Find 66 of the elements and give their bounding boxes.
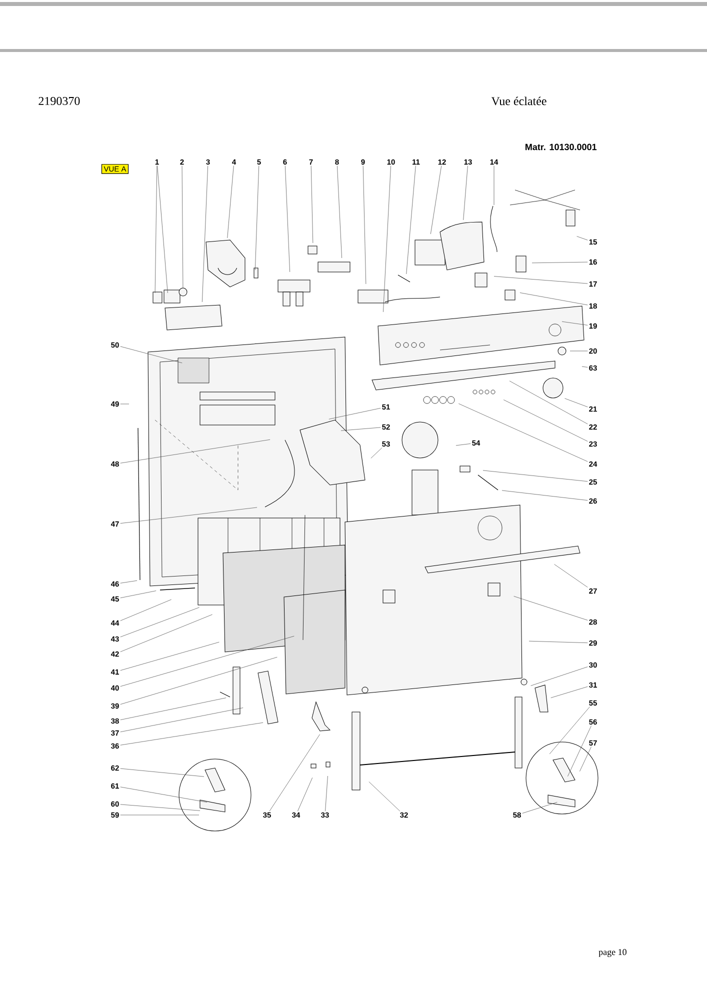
leader-line <box>430 166 442 234</box>
leader-line <box>202 166 208 302</box>
leader-line <box>482 470 588 482</box>
leader-line <box>514 596 588 620</box>
leader-line <box>120 636 294 687</box>
leader-line <box>310 166 314 244</box>
leader-line <box>570 350 588 352</box>
leader-line <box>120 656 278 705</box>
leader-line <box>502 490 588 501</box>
leader-line <box>554 564 588 588</box>
leader-line <box>383 166 391 312</box>
leader-line <box>463 166 468 220</box>
leader-line <box>120 814 200 816</box>
leader-line <box>120 614 212 652</box>
leader-line <box>227 166 234 238</box>
leader-line <box>120 580 138 584</box>
leader-line <box>522 802 558 814</box>
leader-line <box>532 262 588 264</box>
leader-line <box>494 276 588 284</box>
leader-line <box>550 686 588 698</box>
leader-line <box>120 642 220 671</box>
view-title: Vue éclatée <box>491 96 546 106</box>
leader-line <box>120 507 258 524</box>
leader-line <box>328 408 381 420</box>
leader-line <box>285 166 290 272</box>
leader-line <box>325 776 328 812</box>
leader-line <box>576 236 588 240</box>
leader-line <box>528 640 588 643</box>
leader-line <box>340 427 381 431</box>
leader-line <box>530 666 588 686</box>
leader-line <box>456 444 471 446</box>
leader-line <box>120 722 264 746</box>
leader-line <box>406 166 416 274</box>
leader-line <box>509 380 588 424</box>
document-number: 2190370 <box>38 96 80 106</box>
leader-line <box>580 746 592 772</box>
serial-number: Matr. 10130.0001 <box>526 144 597 150</box>
leader-line <box>120 708 244 732</box>
leader-line <box>370 448 382 458</box>
leader-line <box>120 439 270 464</box>
page-number: page 10 <box>598 949 626 957</box>
leader-line <box>120 599 172 621</box>
leader-line <box>120 698 226 720</box>
leader-line <box>298 777 313 812</box>
leader-line <box>157 166 168 294</box>
leader-line <box>368 782 400 812</box>
leader-line <box>549 706 590 754</box>
leader-line <box>120 786 208 802</box>
leader-line <box>269 734 320 812</box>
leader-line <box>154 166 158 294</box>
leader-line <box>337 166 342 258</box>
leader-line <box>254 166 260 270</box>
leader-line <box>503 400 588 442</box>
leader-line <box>120 768 204 777</box>
leader-line <box>564 398 588 408</box>
leader-line <box>120 607 200 638</box>
leader-line <box>562 321 588 326</box>
leader-line <box>120 804 200 811</box>
leader-line <box>120 346 182 364</box>
leader-line <box>582 366 588 368</box>
leader-line <box>520 292 588 306</box>
leader-line <box>362 166 366 284</box>
leader-line <box>182 166 184 288</box>
leader-line <box>120 590 156 598</box>
leader-line <box>458 403 588 462</box>
leader-line <box>568 726 592 777</box>
